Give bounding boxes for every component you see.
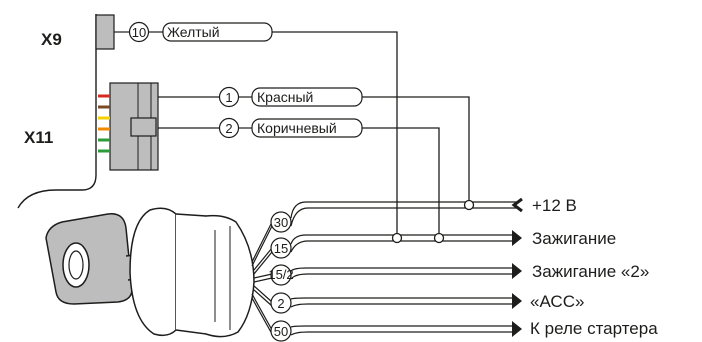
switch-pin-30-circle bbox=[270, 211, 292, 233]
wire-label-red: Красный bbox=[257, 89, 313, 105]
output-line-12v bbox=[290, 201, 518, 227]
output-ignition: Зажигание bbox=[532, 229, 616, 248]
output-line-ignition bbox=[290, 234, 512, 253]
control-unit-outline bbox=[17, 14, 97, 209]
switch-pin-2-circle bbox=[270, 292, 292, 314]
output-line-acc bbox=[290, 297, 512, 308]
arrow-acc-icon bbox=[512, 293, 522, 309]
junction-ignition-yellow bbox=[391, 232, 403, 244]
wire-brown bbox=[362, 127, 440, 238]
switch-pin-2: 2 bbox=[277, 296, 284, 311]
ignition-switch bbox=[129, 207, 255, 338]
wire-pin-1: 1 bbox=[225, 90, 232, 105]
switch-fanout-wires bbox=[251, 221, 273, 335]
output-line-ignition-2 bbox=[290, 267, 512, 280]
wire-label-brown: Коричневый bbox=[257, 120, 337, 136]
output-acc: «АСС» bbox=[530, 292, 584, 311]
switch-pin-50: 50 bbox=[274, 324, 288, 339]
wire-red bbox=[362, 96, 470, 205]
switch-pin-15-2: 15/2 bbox=[268, 267, 293, 282]
switch-pin-50-circle bbox=[270, 320, 292, 342]
connector-x9 bbox=[95, 14, 115, 50]
wire-yellow bbox=[272, 31, 398, 238]
output-line-starter bbox=[290, 325, 512, 336]
junction-ignition-brown bbox=[433, 232, 445, 244]
arrow-12v-icon bbox=[511, 197, 523, 213]
switch-pin-15-circle bbox=[270, 237, 292, 259]
connector-x11-label: X11 bbox=[24, 128, 53, 147]
arrow-ignition-2-icon bbox=[512, 263, 522, 279]
output-12v: +12 В bbox=[532, 196, 577, 215]
wire-pin-10: 10 bbox=[132, 25, 146, 40]
output-starter: К реле стартера bbox=[530, 319, 658, 338]
junction-12v bbox=[463, 199, 475, 211]
arrow-ignition-icon bbox=[512, 230, 522, 246]
wire-label-yellow: Желтый bbox=[167, 24, 220, 40]
switch-pin-15: 15 bbox=[274, 241, 288, 256]
switch-pin-30: 30 bbox=[274, 215, 288, 230]
wire-pin-2: 2 bbox=[225, 121, 232, 136]
arrow-starter-icon bbox=[512, 321, 522, 337]
connector-x9-label: X9 bbox=[41, 30, 62, 49]
switch-pin-15-2-circle bbox=[270, 264, 292, 286]
output-ignition-2: Зажигание «2» bbox=[532, 262, 649, 281]
